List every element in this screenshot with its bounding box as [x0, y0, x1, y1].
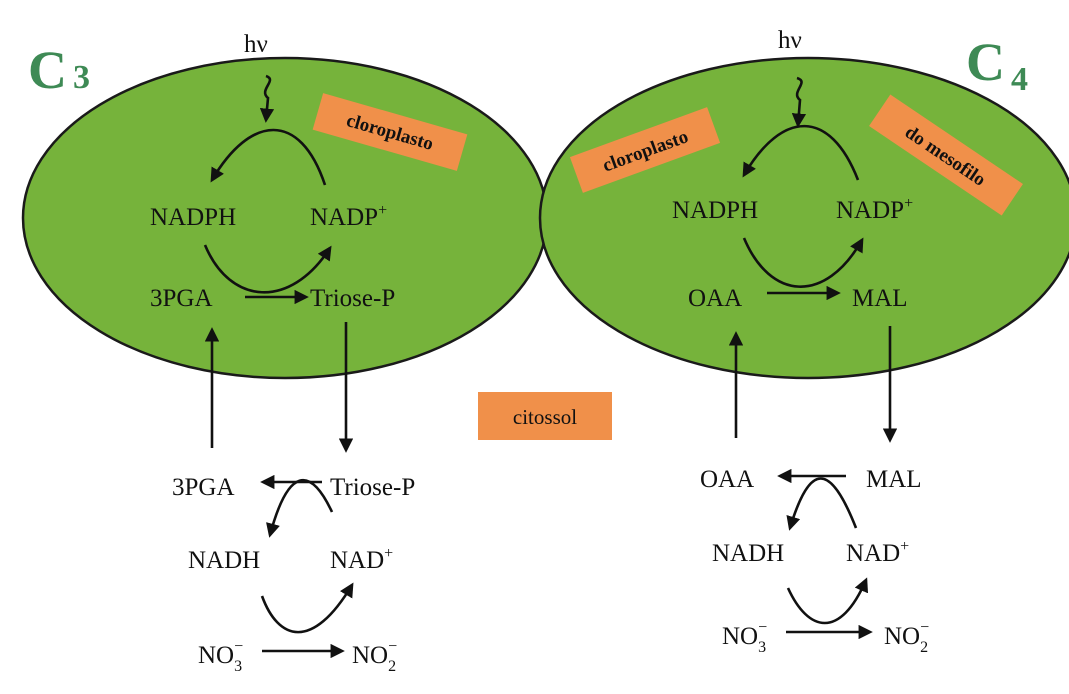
c4-mal-label: MAL — [852, 285, 908, 312]
c4-cyt-oaa-label: OAA — [700, 466, 754, 493]
c3-3pga-label: 3PGA — [150, 285, 213, 312]
c4-nad-label: NAD+ — [846, 538, 909, 567]
c4-nadp-label: NADP+ — [836, 195, 913, 224]
c4-nitrate-label: NO3− — [722, 619, 767, 656]
c4-cyt-mal-label: MAL — [866, 466, 922, 493]
c4-nadph-oxidation-arrow — [742, 237, 864, 288]
c4-light-arrow — [791, 76, 807, 128]
c4-nadp-reduction-arrow — [742, 124, 860, 181]
c3-nadp-reduction-arrow — [210, 128, 327, 186]
c3-chloroplast — [21, 56, 549, 380]
c3-triose-label: Triose-P — [310, 285, 395, 312]
c3-cyt-3pga-label: 3PGA — [172, 474, 235, 501]
c4-tag-box-2 — [869, 94, 1023, 216]
cytosol-tag: citossol — [478, 392, 612, 440]
c4-nadh-oxidation-arrow — [786, 577, 869, 625]
c4-chloroplast — [538, 56, 1069, 380]
c4-nadph-label: NADPH — [672, 197, 758, 224]
cytosol-tag-text: citossol — [513, 405, 577, 429]
c3-nadh-label: NADH — [188, 547, 260, 574]
c3-nadph-label: NADPH — [150, 204, 236, 231]
c3-nadp-label: NADP+ — [310, 202, 387, 231]
c3-light-label: hν — [244, 31, 268, 58]
c3-nitrite-label: NO2− — [352, 638, 397, 675]
c3-tag-box — [312, 93, 468, 171]
c4-oaa-label: OAA — [688, 285, 742, 312]
c3-light-arrow — [259, 74, 275, 123]
c4-nadh-label: NADH — [712, 540, 784, 567]
c3-nadph-oxidation-arrow — [203, 244, 332, 294]
c4-light-label: hν — [778, 27, 802, 54]
c3-nitrate-label: NO3− — [198, 638, 243, 675]
c4-nad-reduction-arrow — [786, 477, 858, 531]
c3-cyt-triose-label: Triose-P — [330, 474, 415, 501]
c4-tag-box-1 — [569, 107, 721, 193]
c3-nad-label: NAD+ — [330, 545, 393, 574]
c4-nitrite-label: NO2− — [884, 619, 929, 656]
c3-nad-reduction-arrow — [266, 479, 334, 538]
cytosol-tag-box — [478, 392, 612, 440]
c3-nadh-oxidation-arrow — [260, 582, 354, 634]
